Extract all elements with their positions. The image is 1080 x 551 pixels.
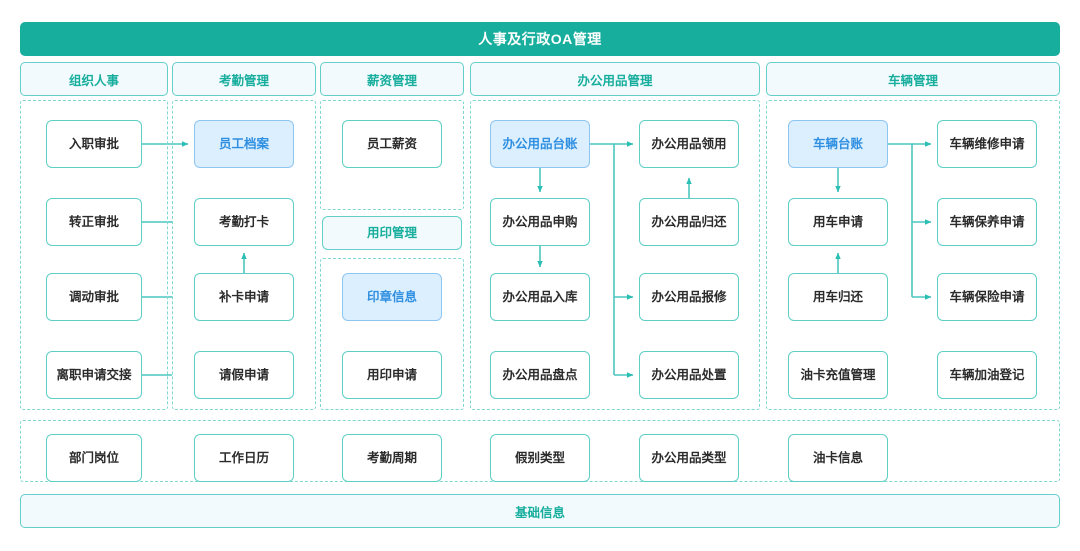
node-work-calendar[interactable]: 工作日历 <box>194 434 294 482</box>
node-leave-request[interactable]: 请假申请 <box>194 351 294 399</box>
node-employee-salary[interactable]: 员工薪资 <box>342 120 442 168</box>
node-office-purchase[interactable]: 办公用品申购 <box>490 198 590 246</box>
node-attendance-punch[interactable]: 考勤打卡 <box>194 198 294 246</box>
node-seal-request[interactable]: 用印申请 <box>342 351 442 399</box>
node-onboarding-approval[interactable]: 入职审批 <box>46 120 142 168</box>
node-resignation[interactable]: 离职申请交接 <box>46 351 142 399</box>
tab-2[interactable]: 薪资管理 <box>320 62 464 96</box>
node-transfer-approval[interactable]: 调动审批 <box>46 273 142 321</box>
node-office-disposal[interactable]: 办公用品处置 <box>639 351 739 399</box>
node-seal-info[interactable]: 印章信息 <box>342 273 442 321</box>
node-office-inventory[interactable]: 办公用品盘点 <box>490 351 590 399</box>
node-office-return[interactable]: 办公用品归还 <box>639 198 739 246</box>
node-office-ledger[interactable]: 办公用品台账 <box>490 120 590 168</box>
tab-4[interactable]: 车辆管理 <box>766 62 1060 96</box>
group-attend <box>172 100 316 410</box>
group-vehicle <box>766 100 1060 410</box>
group-office <box>470 100 760 410</box>
group-org <box>20 100 168 410</box>
node-office-repair[interactable]: 办公用品报修 <box>639 273 739 321</box>
node-attendance-cycle[interactable]: 考勤周期 <box>342 434 442 482</box>
node-vehicle-repair[interactable]: 车辆维修申请 <box>937 120 1037 168</box>
group-salary <box>320 100 464 210</box>
node-employee-file[interactable]: 员工档案 <box>194 120 294 168</box>
node-vehicle-refuel[interactable]: 车辆加油登记 <box>937 351 1037 399</box>
node-vehicle-ledger[interactable]: 车辆台账 <box>788 120 888 168</box>
basic-info-bar: 基础信息 <box>20 494 1060 528</box>
node-vehicle-insurance[interactable]: 车辆保险申请 <box>937 273 1037 321</box>
tab-1[interactable]: 考勤管理 <box>172 62 316 96</box>
node-regularization[interactable]: 转正审批 <box>46 198 142 246</box>
page-title: 人事及行政OA管理 <box>20 22 1060 56</box>
node-office-receive[interactable]: 办公用品领用 <box>639 120 739 168</box>
node-fuelcard-info[interactable]: 油卡信息 <box>788 434 888 482</box>
node-seal-management[interactable]: 用印管理 <box>322 216 462 250</box>
node-vehicle-maintain[interactable]: 车辆保养申请 <box>937 198 1037 246</box>
tab-0[interactable]: 组织人事 <box>20 62 168 96</box>
node-office-type[interactable]: 办公用品类型 <box>639 434 739 482</box>
group-seal <box>320 258 464 410</box>
node-office-instock[interactable]: 办公用品入库 <box>490 273 590 321</box>
node-fuelcard-recharge[interactable]: 油卡充值管理 <box>788 351 888 399</box>
tab-3[interactable]: 办公用品管理 <box>470 62 760 96</box>
node-dept-position[interactable]: 部门岗位 <box>46 434 142 482</box>
node-vehicle-return[interactable]: 用车归还 <box>788 273 888 321</box>
node-makeup-card[interactable]: 补卡申请 <box>194 273 294 321</box>
node-leave-type[interactable]: 假别类型 <box>490 434 590 482</box>
node-vehicle-apply[interactable]: 用车申请 <box>788 198 888 246</box>
